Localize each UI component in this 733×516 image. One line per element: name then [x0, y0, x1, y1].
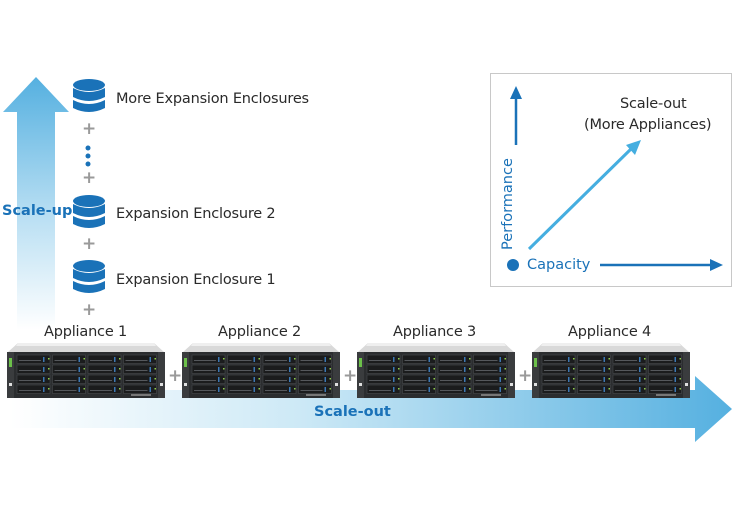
server-rack-icon	[357, 343, 515, 398]
vertical-ellipsis-icon	[85, 145, 91, 167]
scale-out-diagonal	[527, 146, 634, 251]
more-appliances-label: (More Appliances)	[584, 117, 712, 133]
appliance-3-label: Appliance 3	[393, 324, 476, 340]
expansion-enclosure-1-label: Expansion Enclosure 1	[116, 272, 276, 288]
scale-up-arrow	[3, 77, 69, 330]
plus-connector: +	[343, 366, 358, 386]
plus-connector: +	[82, 119, 97, 139]
arrow-right-icon	[710, 259, 723, 271]
database-icon	[73, 260, 105, 293]
inset-axes	[507, 86, 723, 271]
arrow-up-icon	[510, 86, 522, 99]
plus-connector: +	[168, 366, 183, 386]
origin-dot	[507, 259, 519, 271]
plus-connector: +	[82, 300, 97, 320]
capacity-label: Capacity	[527, 257, 591, 273]
arrow-diagonal-icon	[626, 140, 641, 155]
database-icon	[73, 195, 105, 228]
performance-label: Performance	[500, 158, 516, 250]
scaling-inset-panel	[490, 73, 732, 287]
server-rack-icon	[532, 343, 690, 398]
server-rack-icon	[7, 343, 165, 398]
plus-connector: +	[82, 168, 97, 188]
scale-up-label: Scale-up	[2, 203, 73, 219]
expansion-enclosure-2-label: Expansion Enclosure 2	[116, 206, 276, 222]
server-rack-icon	[182, 343, 340, 398]
plus-connector: +	[82, 234, 97, 254]
database-icon	[73, 79, 105, 112]
appliance-1-label: Appliance 1	[44, 324, 127, 340]
more-expansion-enclosures-label: More Expansion Enclosures	[116, 91, 309, 107]
appliance-4-label: Appliance 4	[568, 324, 651, 340]
scale-out-inset-title: Scale-out	[620, 96, 687, 112]
appliance-2-label: Appliance 2	[218, 324, 301, 340]
scale-out-label: Scale-out	[314, 404, 391, 420]
plus-connector: +	[518, 366, 533, 386]
